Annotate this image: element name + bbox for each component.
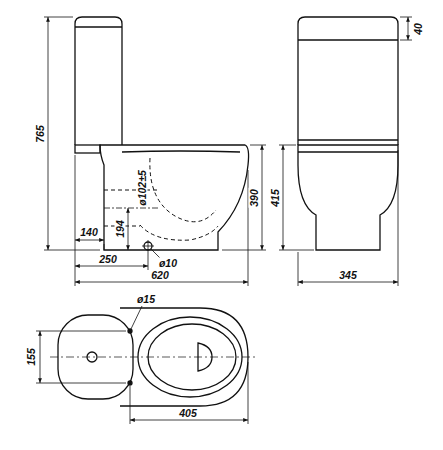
dimension-label: 415 xyxy=(270,188,281,208)
dimension-label: 140 xyxy=(79,227,99,238)
dimension-label: ø102±5 xyxy=(137,169,148,207)
dimension-lines xyxy=(36,17,412,424)
top-view xyxy=(50,308,255,406)
dimension-label: 345 xyxy=(338,270,358,281)
dimension-label: 194 xyxy=(115,219,126,239)
dimension-label: 765 xyxy=(35,124,46,144)
front-view xyxy=(298,17,398,250)
dimension-label: 155 xyxy=(26,347,37,367)
side-view xyxy=(75,17,249,252)
dimension-label: ø15 xyxy=(136,294,156,305)
dimension-label: 390 xyxy=(249,188,260,208)
dimension-label: 250 xyxy=(98,254,118,265)
dimension-label: 40 xyxy=(413,22,424,36)
dimension-label: ø10 xyxy=(158,258,178,269)
dimension-label: 620 xyxy=(150,270,170,281)
dimension-label: 405 xyxy=(178,408,198,419)
